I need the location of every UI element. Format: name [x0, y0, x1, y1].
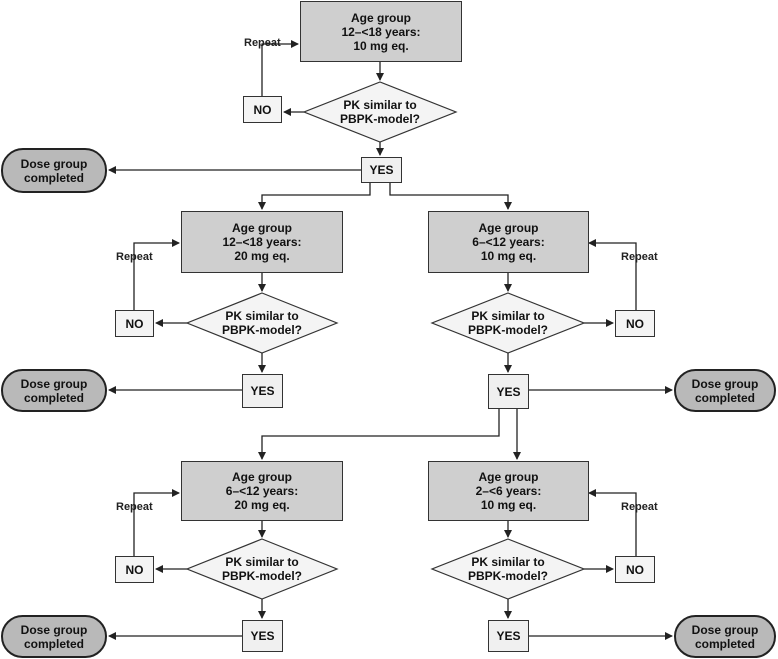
- dose-group-completed: Dose group completed: [1, 615, 107, 658]
- completed-line-1: Dose group: [691, 376, 759, 391]
- decision-label: PK similar to PBPK-model?: [196, 309, 328, 337]
- dose-group-completed: Dose group completed: [674, 369, 776, 412]
- yes-box: YES: [242, 620, 283, 652]
- completed-line-1: Dose group: [20, 376, 88, 391]
- decision-label: PK similar to PBPK-model?: [442, 555, 574, 583]
- decision-line-2: PBPK-model?: [221, 323, 302, 337]
- arrow-lr-repeat: [588, 489, 637, 556]
- yes-box: YES: [488, 374, 529, 409]
- age-group-range: 6–<12 years:: [225, 484, 299, 498]
- age-group-dose: 10 mg eq.: [353, 38, 409, 53]
- arrow-top-repeat: [261, 40, 299, 96]
- dose-group-completed: Dose group completed: [1, 148, 107, 193]
- completed-line-2: completed: [23, 636, 84, 651]
- yes-box: YES: [488, 620, 529, 652]
- arrow-split-right: [389, 183, 512, 210]
- yes-box: YES: [361, 157, 402, 183]
- age-group-range: 12–<18 years:: [341, 24, 421, 39]
- arrow-mr-yes-to-lower-left: [258, 409, 500, 460]
- dose-group-completed: Dose group completed: [674, 615, 776, 658]
- decision-line-1: PK similar to: [471, 555, 545, 569]
- arrow-split-left: [258, 183, 371, 210]
- decision-line-1: PK similar to: [225, 309, 299, 323]
- no-box: NO: [615, 556, 655, 583]
- no-box: NO: [243, 96, 282, 123]
- arrow-ml-repeat: [133, 239, 180, 310]
- age-group-dose: 10 mg eq.: [480, 249, 537, 263]
- decision-line-2: PBPK-model?: [467, 569, 548, 583]
- repeat-label: Repeat: [621, 501, 658, 513]
- repeat-label: Repeat: [116, 501, 153, 513]
- yes-box: YES: [242, 374, 283, 408]
- age-group-box-6-12-20mg: Age group 6–<12 years: 20 mg eq.: [181, 461, 343, 521]
- completed-line-1: Dose group: [20, 156, 88, 171]
- completed-line-2: completed: [694, 636, 755, 651]
- decision-line-1: PK similar to: [225, 555, 299, 569]
- decision-line-2: PBPK-model?: [221, 569, 302, 583]
- decision-line-2: PBPK-model?: [339, 112, 420, 126]
- completed-line-1: Dose group: [20, 622, 88, 637]
- age-group-title: Age group: [232, 221, 292, 235]
- age-group-dose: 10 mg eq.: [480, 498, 537, 512]
- age-group-range: 6–<12 years:: [472, 235, 545, 249]
- no-box: NO: [615, 310, 655, 337]
- age-group-box-12-18-10mg: Age group 12–<18 years: 10 mg eq.: [300, 1, 462, 62]
- age-group-title: Age group: [351, 10, 411, 25]
- repeat-label: Repeat: [244, 37, 281, 49]
- dose-group-completed: Dose group completed: [1, 369, 107, 412]
- age-group-box-2-6-10mg: Age group 2–<6 years: 10 mg eq.: [428, 461, 589, 521]
- no-box: NO: [115, 556, 154, 583]
- arrow-ll-repeat: [133, 489, 180, 556]
- age-group-range: 2–<6 years:: [475, 484, 542, 498]
- age-group-dose: 20 mg eq.: [234, 249, 290, 263]
- age-group-box-12-18-20mg: Age group 12–<18 years: 20 mg eq.: [181, 211, 343, 273]
- age-group-range: 12–<18 years:: [222, 235, 302, 249]
- age-group-dose: 20 mg eq.: [234, 498, 290, 512]
- age-group-title: Age group: [478, 221, 539, 235]
- completed-line-2: completed: [694, 390, 755, 405]
- no-box: NO: [115, 310, 154, 337]
- repeat-label: Repeat: [621, 251, 658, 263]
- completed-line-2: completed: [23, 390, 84, 405]
- decision-line-2: PBPK-model?: [467, 323, 548, 337]
- decision-label: PK similar to PBPK-model?: [442, 309, 574, 337]
- age-group-title: Age group: [478, 470, 539, 484]
- completed-line-1: Dose group: [691, 622, 759, 637]
- age-group-title: Age group: [232, 470, 292, 484]
- decision-label: PK similar to PBPK-model?: [314, 98, 446, 126]
- decision-line-1: PK similar to: [343, 98, 417, 112]
- completed-line-2: completed: [23, 170, 84, 185]
- repeat-label: Repeat: [116, 251, 153, 263]
- arrow-mr-repeat: [588, 239, 637, 310]
- decision-label: PK similar to PBPK-model?: [196, 555, 328, 583]
- age-group-box-6-12-10mg: Age group 6–<12 years: 10 mg eq.: [428, 211, 589, 273]
- decision-line-1: PK similar to: [471, 309, 545, 323]
